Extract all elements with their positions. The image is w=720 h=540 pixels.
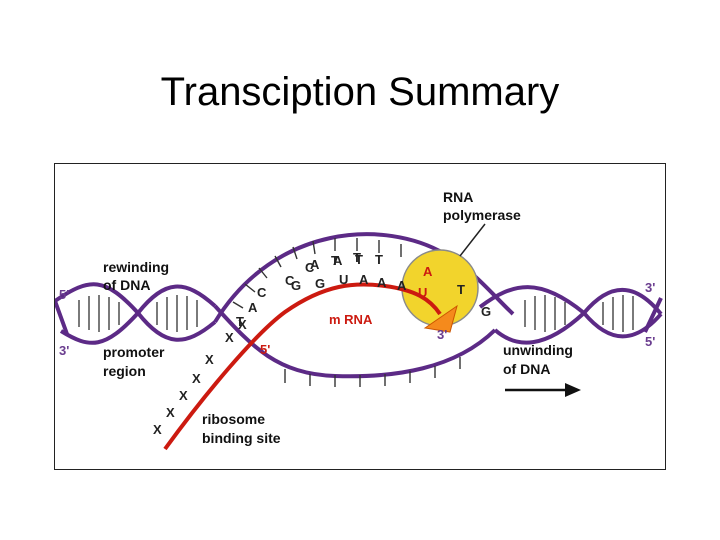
coding-bases: T A C C A T T T A G <box>236 250 491 329</box>
left-helix-rungs <box>78 295 198 332</box>
template-base: U <box>418 285 427 300</box>
unwinding-label: unwinding of DNA <box>503 342 573 377</box>
promoter-label: promoter region <box>103 344 165 379</box>
transcript-end-mark: X <box>238 317 247 332</box>
mrna-5-prime-marks: X X <box>225 317 247 345</box>
template-base: A <box>333 253 343 268</box>
right-double-helix <box>478 285 663 345</box>
transcription-diagram: T A C C A T T T A G A T C G G U A A U A … <box>54 163 666 470</box>
left-top-end-label: 5' <box>59 287 69 302</box>
promoter-label-line1: promoter <box>103 344 165 360</box>
promoter-label-line2: region <box>103 363 146 379</box>
rbs-mark: X <box>153 422 162 437</box>
template-base: U <box>339 272 348 287</box>
right-helix-strand-a <box>478 285 663 339</box>
right-helix-rungs <box>524 295 634 332</box>
rewinding-label-line2: of DNA <box>103 277 150 293</box>
template-base: A <box>359 272 369 287</box>
template-base: G <box>291 278 301 293</box>
template-base: A <box>397 278 407 293</box>
rna-polymerase-enzyme <box>401 249 479 327</box>
rbs-mark: X <box>192 371 201 386</box>
mrna-label: m RNA <box>329 312 373 327</box>
mrna-5-prime-label: 5' <box>260 342 270 357</box>
direction-arrow <box>505 383 581 397</box>
ribosome-label-line1: ribosome <box>202 411 265 427</box>
template-base: G <box>315 276 325 291</box>
coding-strand-ticks <box>232 238 402 309</box>
right-bottom-end-label: 5' <box>645 334 655 349</box>
ribosome-label-line2: binding site <box>202 430 281 446</box>
rna-polymerase-label-line2: polymerase <box>443 207 521 223</box>
slide-title: Transciption Summary <box>160 70 560 114</box>
mrna-labels: m RNA 5' 3' <box>260 312 447 357</box>
coding-strand <box>213 232 515 324</box>
coding-base: C <box>257 285 267 300</box>
template-base: A <box>377 275 387 290</box>
coding-base: C <box>285 273 295 288</box>
unwinding-label-line2: of DNA <box>503 361 550 377</box>
transcript-end-mark: X <box>225 330 234 345</box>
edge-crossings <box>55 297 663 335</box>
unwinding-label-line1: unwinding <box>503 342 573 358</box>
coding-base: A <box>248 300 258 315</box>
coding-base: G <box>481 304 491 319</box>
polymerase-pointer-line <box>459 223 486 257</box>
rna-polymerase-label: RNA polymerase <box>443 189 521 223</box>
strand-end-labels: 5' 3' 3' 5' <box>59 280 655 358</box>
rbs-mark: X <box>179 388 188 403</box>
diagram-canvas: T A C C A T T T A G A T C G G U A A U A … <box>55 189 663 451</box>
rewinding-label: rewinding of DNA <box>103 259 169 293</box>
template-bases: A T C G G U A A U A T <box>291 252 465 300</box>
template-strand-ticks <box>284 357 461 387</box>
rbs-mark: X <box>166 405 175 420</box>
left-bottom-end-label: 3' <box>59 343 69 358</box>
mrna-strand <box>163 282 442 451</box>
transcription-direction-head <box>423 304 458 333</box>
template-base: C <box>305 260 315 275</box>
coding-base: A <box>423 264 433 279</box>
coding-base: T <box>375 252 383 267</box>
rbs-mark: X <box>205 352 214 367</box>
template-base: T <box>355 252 363 267</box>
rewinding-label-line1: rewinding <box>103 259 169 275</box>
mrna-3-prime-label: 3' <box>437 327 447 342</box>
ribosome-label: ribosome binding site <box>202 411 281 446</box>
coding-base: T <box>353 250 361 265</box>
coding-base: T <box>331 253 339 268</box>
left-double-helix <box>55 282 217 345</box>
right-top-end-label: 3' <box>645 280 655 295</box>
right-helix-strand-b <box>493 288 663 345</box>
template-base: T <box>457 282 465 297</box>
coding-base: A <box>310 257 320 272</box>
rna-polymerase-label-line1: RNA <box>443 189 473 205</box>
left-helix-strand-b <box>59 284 217 345</box>
coding-base: T <box>236 314 244 329</box>
ribosome-binding-marks: X X X X X <box>153 352 214 437</box>
